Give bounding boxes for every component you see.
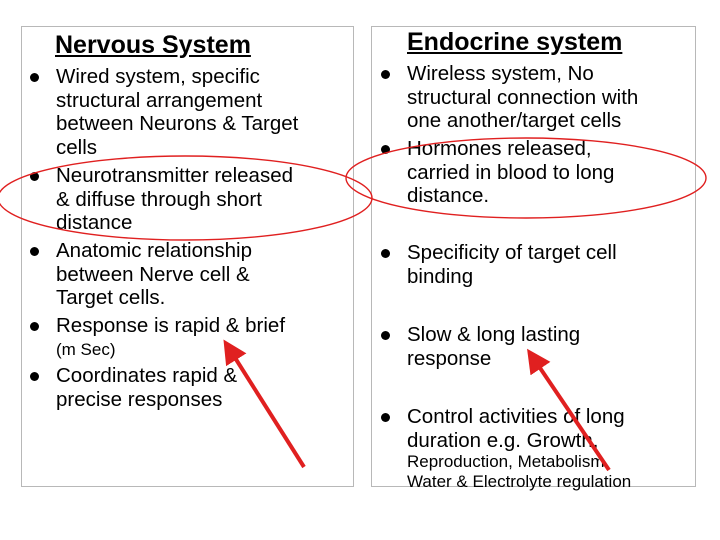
item-line: Slow & long lasting <box>407 323 581 346</box>
bullet-icon <box>30 322 39 331</box>
list-item: Wireless system, No structural connectio… <box>407 62 638 133</box>
item-line: (m Sec) <box>56 339 116 359</box>
bullet-icon <box>30 372 39 381</box>
bullet-icon <box>30 172 39 181</box>
item-line: Anatomic relationship <box>56 239 252 262</box>
bullet-icon <box>381 70 390 79</box>
item-line: binding <box>407 264 474 288</box>
item-line: cells <box>56 135 98 159</box>
item-line: one another/target cells <box>407 109 622 132</box>
item-line: & diffuse through short <box>56 187 262 211</box>
item-line: precise responses <box>56 387 223 411</box>
bullet-icon <box>381 413 390 422</box>
list-item: Neurotransmitter released & diffuse thro… <box>56 164 293 235</box>
list-item: Control activities of long duration e.g.… <box>407 405 631 492</box>
endocrine-system-panel <box>371 26 696 487</box>
item-line: Control activities of long <box>407 405 625 428</box>
item-line: between Neurons & Target <box>56 112 299 135</box>
nervous-system-title: Nervous System <box>55 31 251 59</box>
item-line: Coordinates rapid & <box>56 364 238 387</box>
item-line: Reproduction, Metabolism, <box>407 452 610 471</box>
bullet-icon <box>381 145 390 154</box>
item-line: Neurotransmitter released <box>56 164 293 187</box>
bullet-icon <box>30 247 39 256</box>
endocrine-system-title: Endocrine system <box>407 28 623 56</box>
item-line: between Nerve cell & <box>56 262 250 286</box>
item-line: Specificity of target cell <box>407 241 617 264</box>
item-line: Hormones released, <box>407 137 592 160</box>
item-line: distance <box>56 211 133 234</box>
item-line: structural connection with <box>407 85 639 109</box>
list-item: Wired system, specific structural arrang… <box>56 65 298 159</box>
bullet-icon <box>381 249 390 258</box>
list-item: Slow & long lasting response <box>407 323 580 370</box>
list-item: Anatomic relationship between Nerve cell… <box>56 239 252 310</box>
bullet-icon <box>30 73 39 82</box>
item-line: structural arrangement <box>56 88 263 112</box>
item-line: distance. <box>407 184 490 207</box>
item-line: duration e.g. Growth, <box>407 428 599 452</box>
item-line: carried in blood to long <box>407 160 615 184</box>
bullet-icon <box>381 331 390 340</box>
item-line: Water & Electrolyte regulation <box>407 472 632 491</box>
item-line: Response is rapid & brief <box>56 314 286 337</box>
item-line: Wired system, specific <box>56 65 260 88</box>
item-line: Wireless system, No <box>407 62 594 85</box>
list-item: Specificity of target cell binding <box>407 241 617 288</box>
list-item: Hormones released, carried in blood to l… <box>407 137 614 208</box>
item-line: response <box>407 346 492 370</box>
item-line: Target cells. <box>56 286 166 309</box>
list-item: Response is rapid & brief (m Sec) <box>56 314 285 361</box>
list-item: Coordinates rapid & precise responses <box>56 364 237 411</box>
